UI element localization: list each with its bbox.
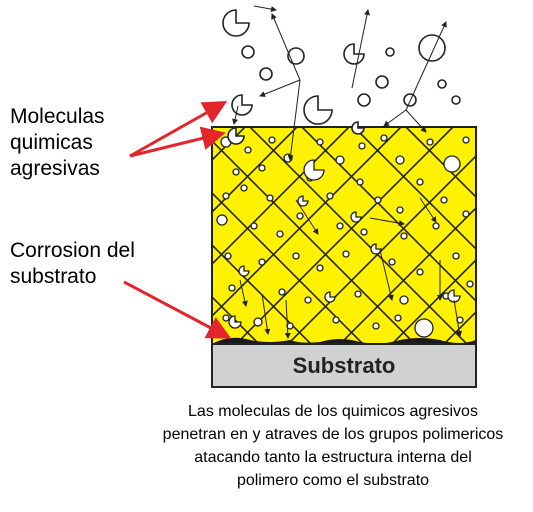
label-line: quimicas <box>10 131 93 154</box>
arrow-corrosion <box>123 280 232 339</box>
label-aggressive-molecules: Moleculas quimicas agresivas <box>10 104 150 182</box>
substrate-block <box>211 343 477 388</box>
substrate-label: Substrato <box>293 353 396 378</box>
caption-line: atacando tanto la estructura interna del <box>194 449 472 466</box>
label-line: Moleculas <box>10 105 105 128</box>
caption-line: Las moleculas de los quimicos agresivos <box>188 403 478 420</box>
incoming-molecules <box>222 9 461 145</box>
polymer-pacmen <box>228 159 461 329</box>
label-line: agresivas <box>10 157 100 180</box>
caption-line: penetran en y atraves de los grupos poli… <box>162 426 504 443</box>
annotation-arrows <box>123 101 232 339</box>
incoming-paths <box>232 5 447 161</box>
polymer-inner-molecules <box>216 134 474 338</box>
figure-caption: Las moleculas de los quimicos agresivos … <box>140 400 526 492</box>
arrow-molecules-lower <box>129 126 226 158</box>
polymer-paths <box>239 197 463 339</box>
polymer-lattice <box>212 127 476 344</box>
label-line: substrato <box>10 265 97 288</box>
caption-line: polimero como el substrato <box>236 472 430 489</box>
arrow-molecules-upper <box>129 101 228 158</box>
label-substrate-corrosion: Corrosion del substrato <box>10 238 170 290</box>
label-line: Corrosion del <box>10 239 135 262</box>
